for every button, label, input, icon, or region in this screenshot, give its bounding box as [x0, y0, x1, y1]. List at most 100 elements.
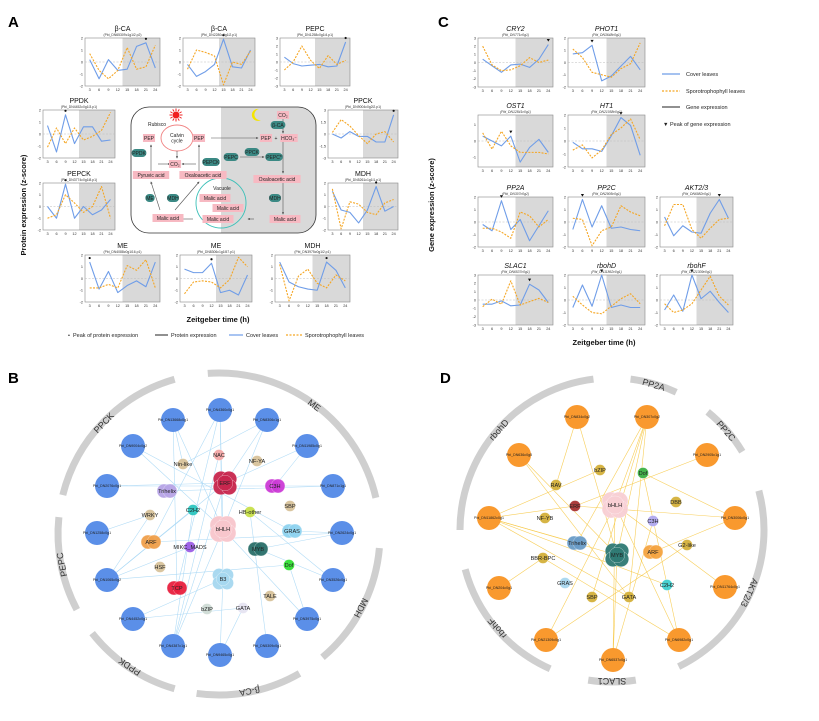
tf-node-label: MYB	[252, 547, 264, 553]
x-tick-label: 3	[482, 249, 484, 253]
gene-node-circle	[95, 568, 119, 592]
x-tick-label: 9	[107, 88, 109, 92]
tf-node-rav: RAV	[550, 479, 562, 491]
group-arc	[54, 516, 80, 612]
x-tick-label: 15	[609, 327, 613, 331]
gene-node-circle	[85, 521, 109, 545]
gene-node: Pbi_DN11862c0g1	[474, 506, 504, 530]
x-tick-label: 12	[600, 89, 604, 93]
chart-title: rbohD	[597, 263, 616, 270]
x-tick-label: 3	[482, 327, 484, 331]
enzyme-pill	[145, 194, 155, 202]
gene-node-circle	[667, 628, 691, 652]
chart-title: PP2C	[597, 185, 616, 192]
tf-node-bzip: bZIP	[594, 464, 606, 476]
gene-node-circle	[534, 628, 558, 652]
tf-node-label: MYB	[611, 553, 623, 559]
tf-node-circle	[217, 475, 233, 491]
chart-subtitle: (Pbi_DN12841c0g1)	[500, 110, 531, 114]
tf-node-label: ERF	[569, 504, 581, 510]
y-tick-label: 0	[324, 205, 326, 209]
y-tick-label: 2	[176, 253, 178, 257]
y-tick-label: 2	[656, 273, 658, 277]
tf-node-bbr-bpc: BBR-BPC	[531, 552, 555, 564]
panel-c-x-axis-label: Zeitgeber time (h)	[573, 338, 636, 347]
y-tick-label: -1	[473, 69, 476, 73]
tf-node-nf-ya: NF-YA	[249, 455, 265, 467]
pathway-metabolite-malic-acid: Malic acid	[212, 204, 244, 212]
gene-node: Pbi_DN8306c1g1	[253, 408, 281, 432]
pathway-arrow	[174, 181, 200, 211]
gene-node-circle	[695, 443, 719, 467]
y-tick-label: -1.5	[319, 144, 326, 148]
y-tick-label: -1	[563, 73, 566, 77]
gene-node: Pbi_DN636c0g5	[506, 443, 532, 467]
arc-slac1: SLAC1	[587, 676, 637, 686]
y-tick-label: 1	[656, 208, 658, 212]
x-tick-label: 3	[572, 169, 574, 173]
gene-node-label: Pbi_DN1065c0g2	[93, 578, 121, 582]
panel-c-legend: Cover leaves Sporotrophophyll leaves Gen…	[662, 72, 745, 128]
tf-node-gras: GRAS	[557, 577, 573, 589]
tf-node-label: SBP	[284, 504, 295, 510]
gene-node-circle	[255, 634, 279, 658]
x-tick-label: 3	[664, 327, 666, 331]
network-edge	[219, 578, 224, 656]
cover-leaves-line	[89, 42, 156, 80]
x-tick-label: 9	[591, 249, 593, 253]
x-tick-label: 6	[673, 327, 675, 331]
tf-node-gata: GATA	[236, 602, 250, 614]
y-tick-label: 3	[276, 36, 278, 40]
gene-node: Pbi_DN21309c0g1	[531, 628, 561, 652]
x-tick-label: 21	[628, 327, 632, 331]
x-tick-label: 15	[699, 249, 703, 253]
gene-node-circle	[208, 398, 232, 422]
tf-node-label: HSF	[154, 565, 166, 571]
metabolite-box	[212, 204, 244, 212]
x-tick-label: 9	[500, 169, 502, 173]
x-tick-label: 3	[186, 88, 188, 92]
pathway-text: MDH	[167, 196, 179, 202]
network-edge	[518, 454, 618, 556]
x-tick-label: 15	[699, 327, 703, 331]
y-tick-label: -2	[323, 228, 326, 232]
x-tick-label: 12	[600, 169, 604, 173]
x-tick-label: 15	[125, 88, 129, 92]
network-edge	[574, 454, 708, 507]
x-tick-label: 6	[491, 169, 493, 173]
chart-subtitle: (Pbi_DN307c0g2)	[502, 192, 529, 196]
gene-node: Pbi_DN5309c0g1	[253, 634, 281, 658]
chart-subtitle: (Pbi_DN2280c0g1i2.p1)	[201, 33, 237, 37]
chart-title: ME	[211, 243, 222, 250]
x-tick-label: 24	[726, 249, 730, 253]
sporotrophophyll-leaves-line	[89, 259, 156, 289]
x-tick-label: 18	[90, 232, 94, 236]
network-edge	[172, 482, 226, 647]
tf-node-circle	[162, 483, 178, 499]
x-tick-label: 9	[591, 169, 593, 173]
gene-node-circle	[255, 408, 279, 432]
x-tick-label: 12	[212, 88, 216, 92]
tf-node-hb-other: HB-other	[239, 506, 261, 518]
tf-node-trihelix: Trihelix	[156, 483, 178, 499]
network-edge	[150, 532, 343, 543]
y-tick-label: -2	[38, 228, 41, 232]
x-tick-label: 21	[537, 327, 541, 331]
x-tick-label: 12	[690, 327, 694, 331]
tf-node-label: WRKY	[142, 513, 159, 519]
pathway-text: Oxaloacetic acid	[185, 173, 222, 179]
arc-label: PP2A	[641, 377, 666, 393]
tf-node-label: SBP	[586, 595, 597, 601]
gene-node-label: Pbi_DN13668c0g1	[158, 418, 188, 422]
tf-node-c2h2: C2H2	[660, 579, 674, 591]
sporotrophophyll-leaves-line	[284, 45, 346, 71]
peak-dot-icon	[144, 37, 148, 40]
sporotrophophyll-leaves-line	[482, 211, 549, 239]
x-tick-label: 21	[239, 88, 243, 92]
tf-node-label: NF-YB	[537, 516, 554, 522]
x-tick-label: 15	[365, 160, 369, 164]
x-tick-label: 24	[638, 327, 642, 331]
y-tick-label: 1	[179, 48, 181, 52]
y-tick-label: -1	[270, 289, 273, 293]
